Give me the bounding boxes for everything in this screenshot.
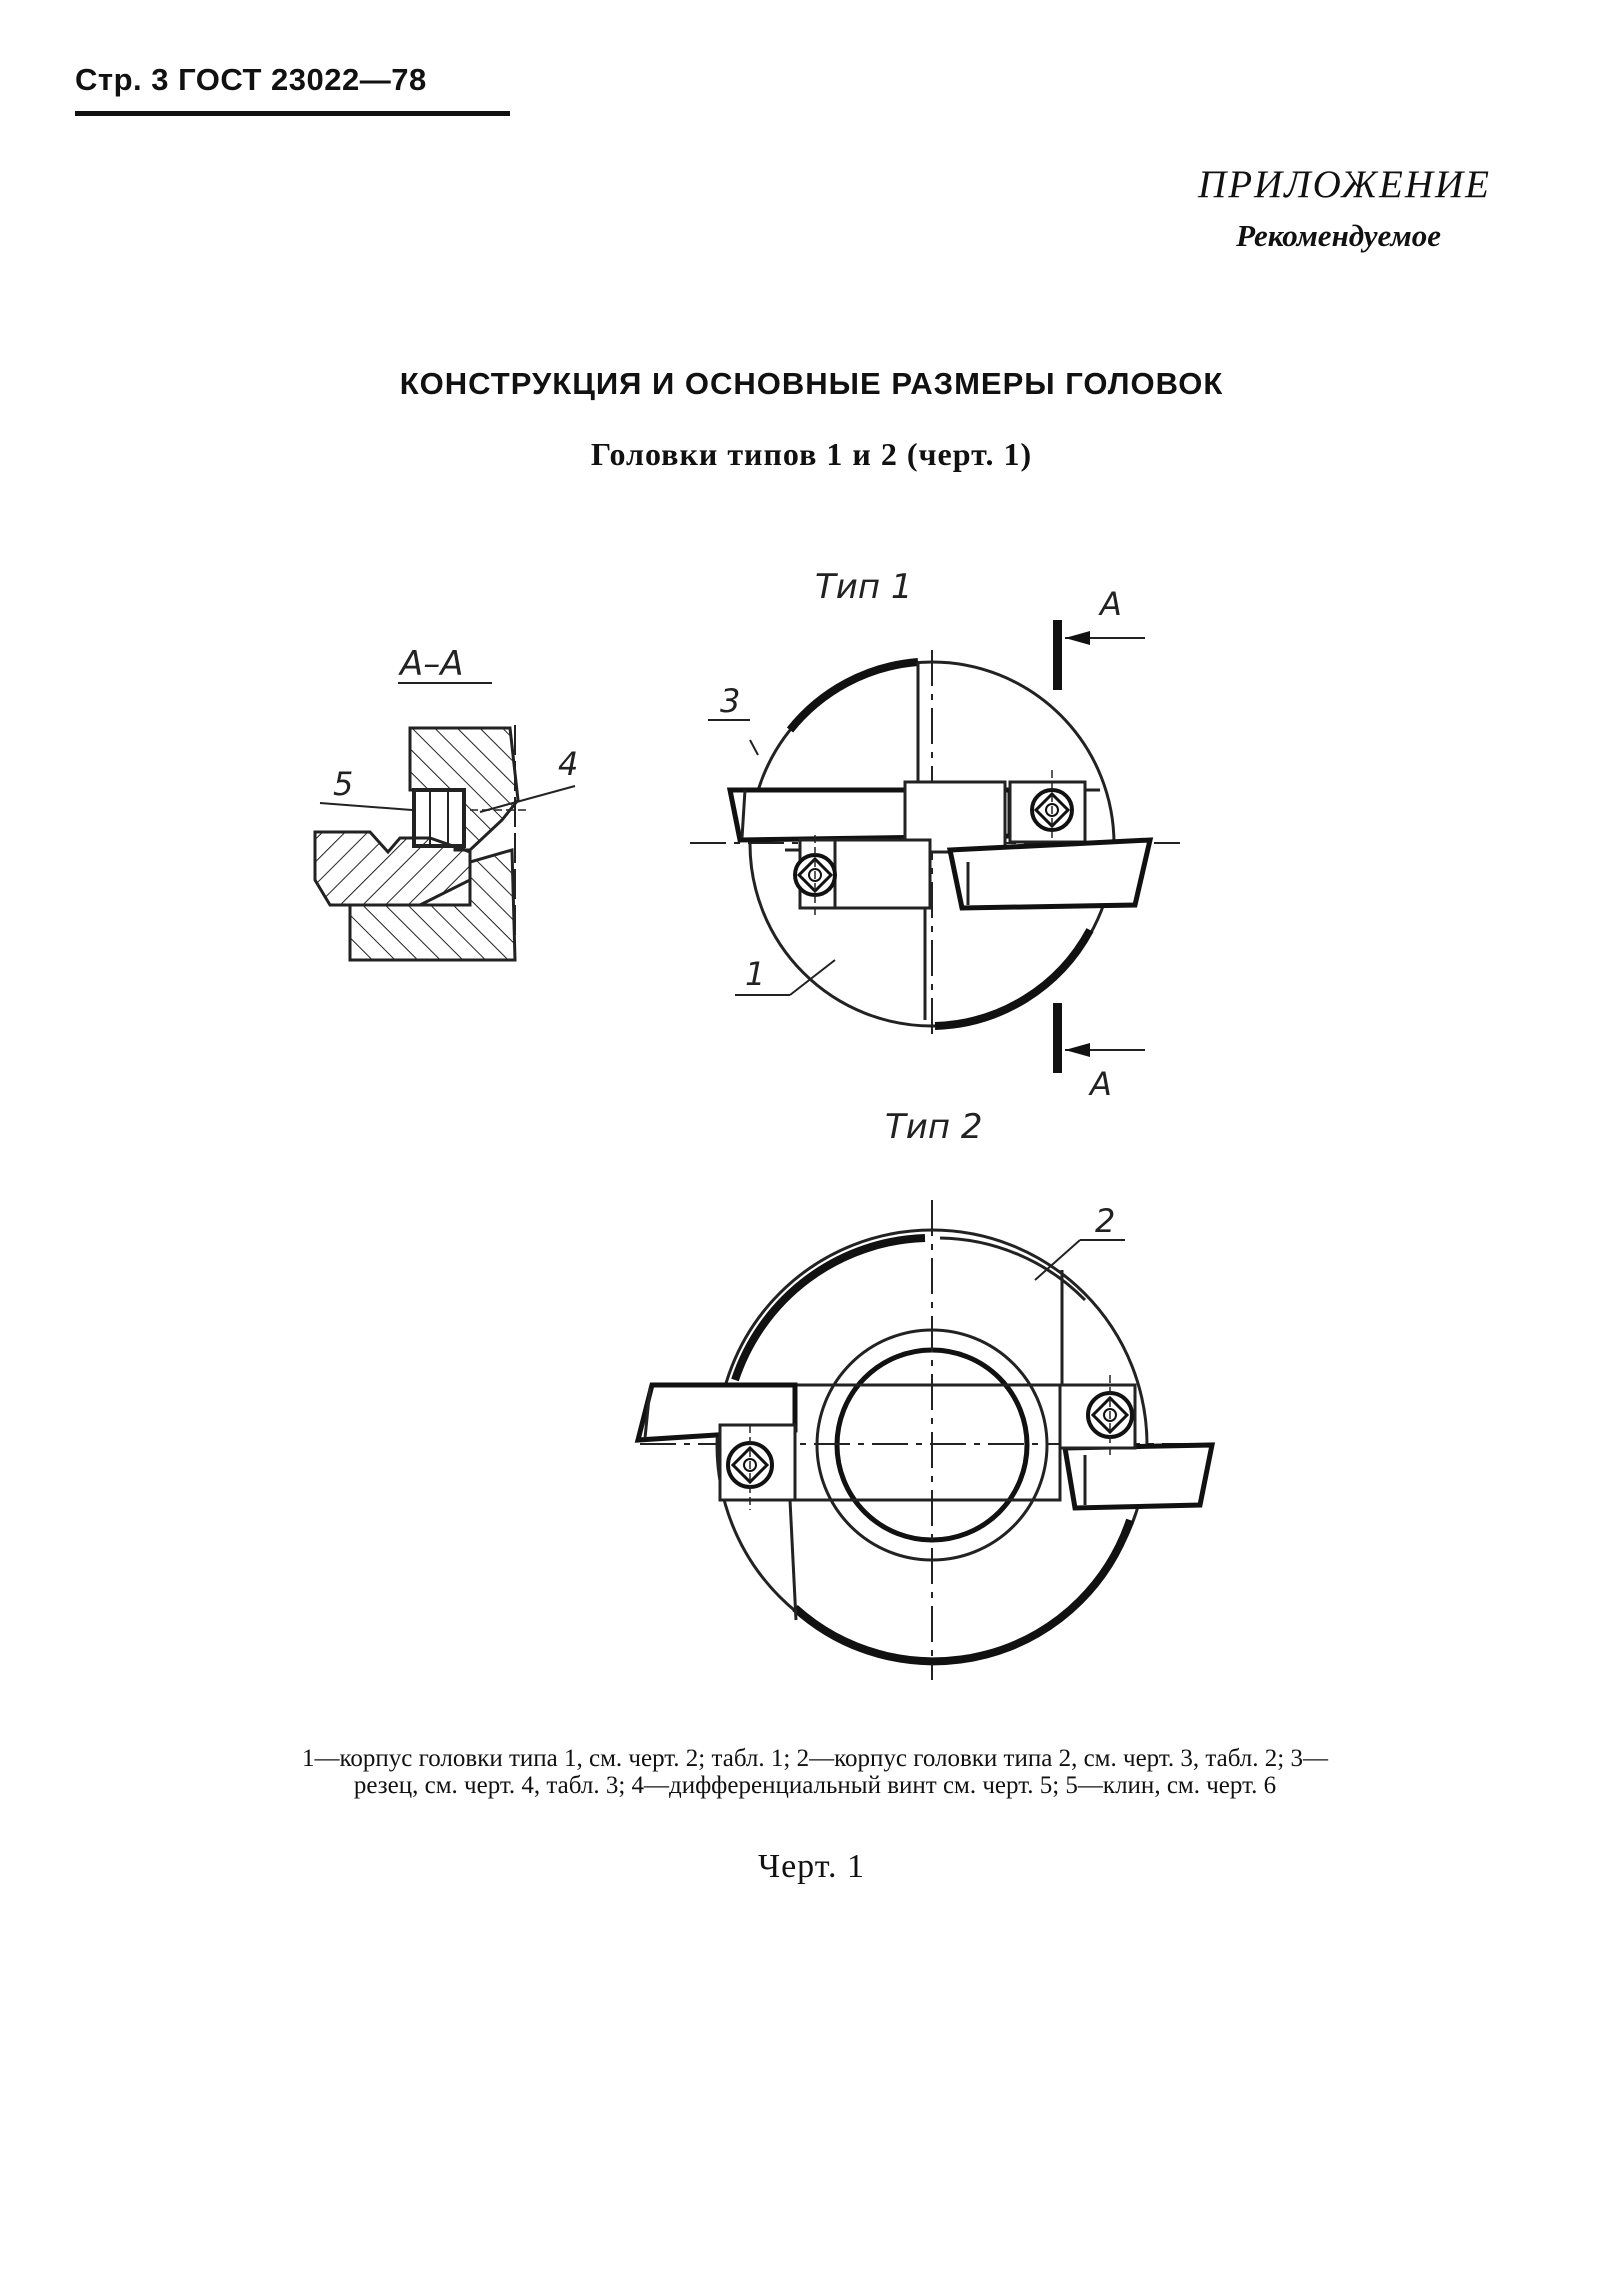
section-title: КОНСТРУКЦИЯ И ОСНОВНЫЕ РАЗМЕРЫ ГОЛОВОК <box>399 366 1224 401</box>
section-view-a-a: А–А 5 4 <box>313 644 578 962</box>
type2-label: Тип 2 <box>885 1107 983 1147</box>
lower-body-hatched <box>348 848 517 962</box>
type1-view: Тип 1 <box>690 567 1180 1103</box>
type2-view: Тип 2 2 <box>634 1107 1216 1680</box>
figure-legend: 1—корпус головки типа 1, см. черт. 2; та… <box>302 1745 1328 1799</box>
header-rule <box>75 111 510 116</box>
appendix-status: Рекомендуемое <box>1236 218 1441 253</box>
section-label: А–А <box>398 644 464 684</box>
cut-mark-top <box>1053 620 1062 690</box>
figure-caption: Черт. 1 <box>757 1848 866 1885</box>
section-subtitle: Головки типов 1 и 2 (черт. 1) <box>590 436 1033 472</box>
appendix-title: ПРИЛОЖЕНИЕ <box>1198 163 1491 206</box>
cut-label-top: А <box>1098 585 1122 623</box>
callout-1: 1 <box>745 955 765 993</box>
wedge-hatched <box>313 830 472 907</box>
page-header: Стр. 3 ГОСТ 23022—78 <box>75 62 427 97</box>
callout-4: 4 <box>558 745 578 783</box>
callout-3: 3 <box>720 682 740 720</box>
type1-label: Тип 1 <box>815 567 913 607</box>
cut-label-bottom: А <box>1088 1065 1112 1103</box>
type2-cutter-right <box>1062 1442 1216 1511</box>
cut-mark-bottom <box>1053 1003 1062 1073</box>
callout-2: 2 <box>1095 1202 1115 1240</box>
type1-cutter-lower <box>946 837 1154 911</box>
callout-5: 5 <box>333 765 353 803</box>
